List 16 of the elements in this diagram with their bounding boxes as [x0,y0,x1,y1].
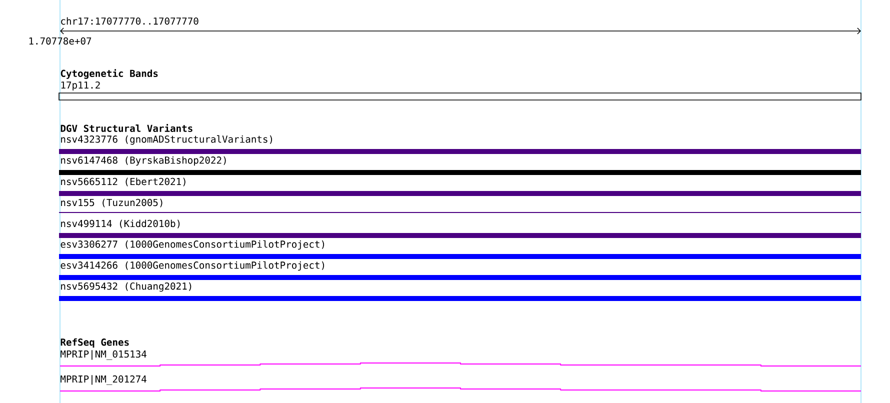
feature-label: esv3414266 (1000GenomesConsortiumPilotProject) [60,261,324,271]
feature-label: nsv6147468 (ByrskaBishop2022) [61,156,226,166]
feature-label: esv3306277 (1000GenomesConsortiumPilotProject) [60,240,324,250]
feature-label: nsv5695432 (Chuang2021) [61,282,192,292]
feature-label: nsv499114 (Kidd2010b) [61,220,180,228]
track-title: RefSeq Genes [60,338,129,348]
feature-label: nsv155 (Tuzun2005) [61,198,162,208]
track-title: DGV Structural Variants [60,124,192,132]
feature-label: nsv5665112 (Ebert2021) [61,178,186,186]
feature-label: MPRIP|NM_201274 [60,375,146,385]
feature-label: nsv4323776 (gnomADStructuralVariants) [61,135,272,145]
track-title: Cytogenetic Bands [60,69,158,79]
axis-tick-label: 1.70778e+07 [29,37,92,45]
feature-label: MPRIP|NM_015134 [60,350,146,360]
ruler-label: chr17:17077770..17077770 [61,17,198,25]
feature-label: 17p11.2 [61,81,100,91]
